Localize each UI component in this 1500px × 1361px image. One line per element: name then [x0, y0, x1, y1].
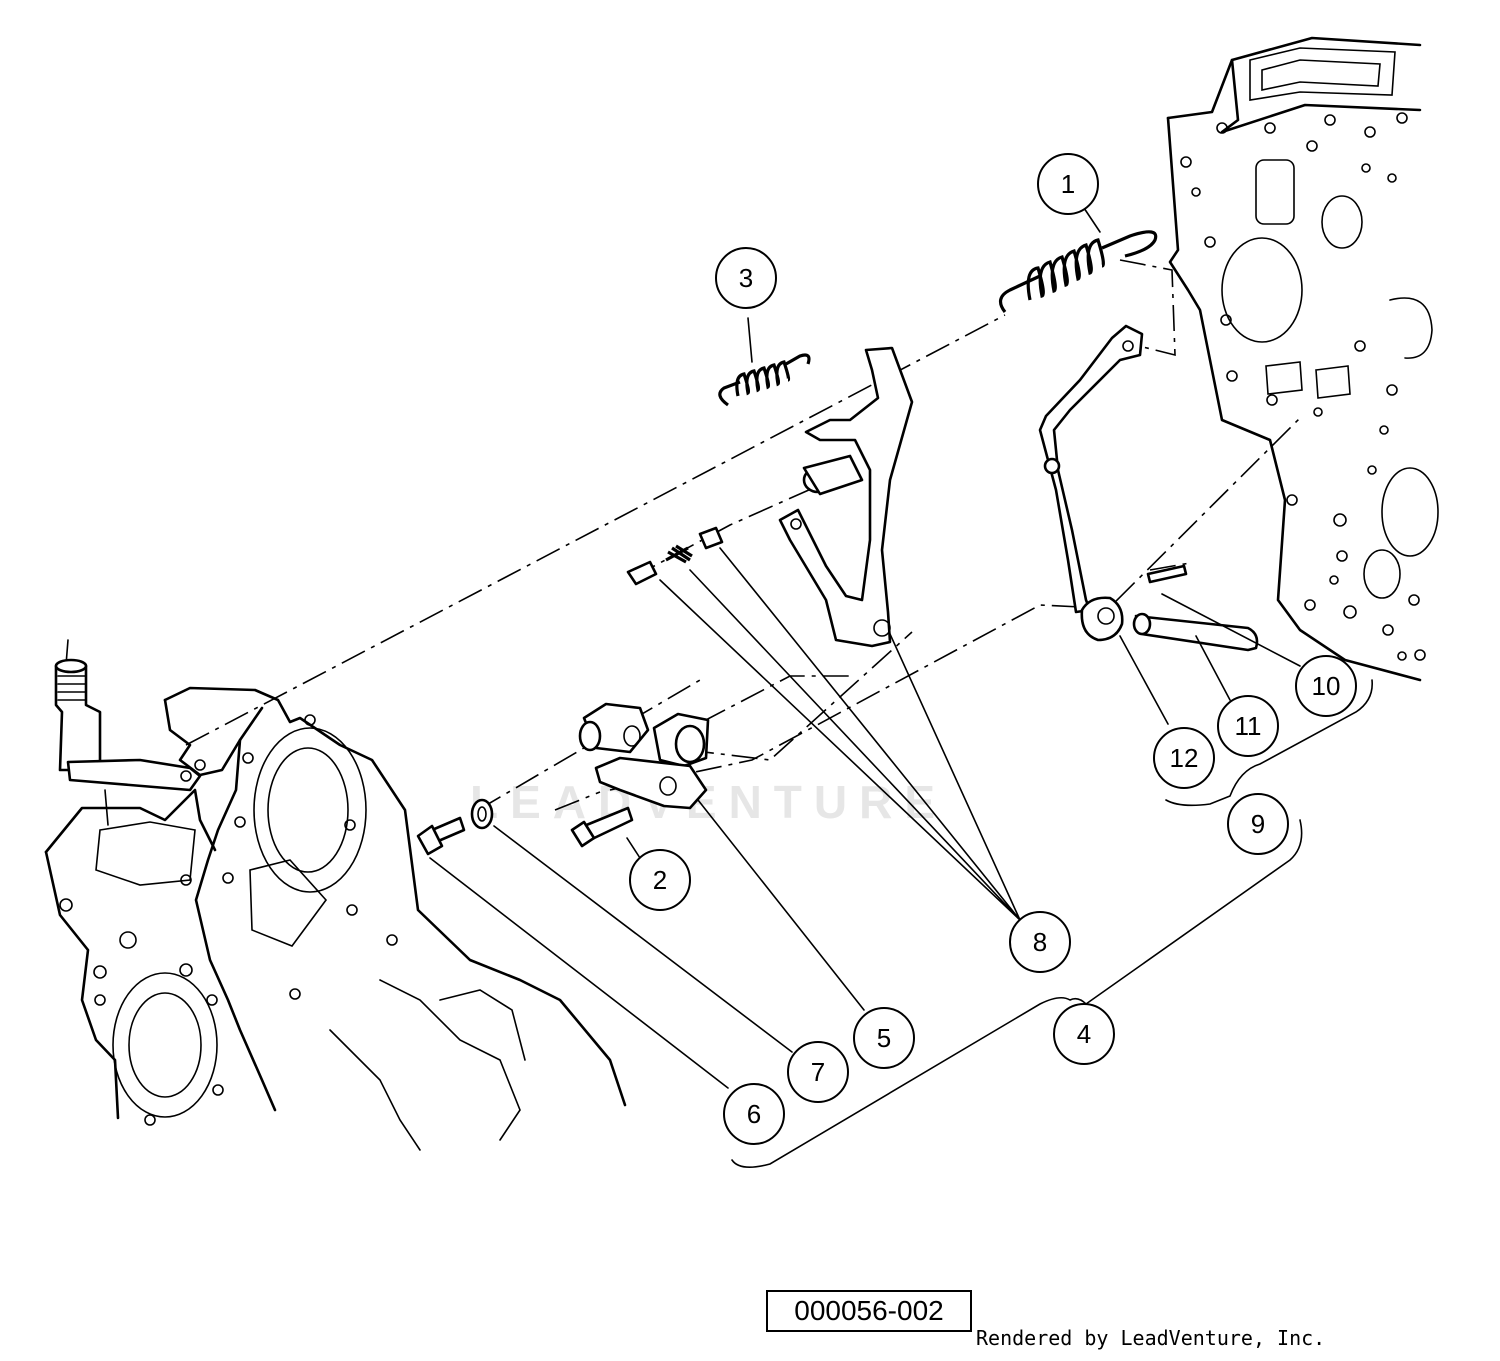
callout-8: 8: [1009, 911, 1071, 973]
callout-4: 4: [1053, 1003, 1115, 1065]
engine-block-bolt-holes: [1180, 112, 1426, 661]
svg-text:4: 4: [1077, 1019, 1091, 1049]
leader-lines: [429, 207, 1373, 1168]
governor-shaft: [54, 639, 202, 826]
engine-block-right: [1166, 36, 1439, 682]
governor-lever-part-12: [1038, 324, 1144, 642]
svg-text:1: 1: [1061, 169, 1075, 199]
figure-id-box: 000056-002: [766, 1290, 972, 1332]
callout-6: 6: [723, 1083, 785, 1145]
spring-small-part-3: [718, 353, 811, 407]
gear-case-bolt-holes: [59, 714, 398, 1126]
bolt-part-6: [416, 816, 466, 856]
pin-part-10: [1146, 564, 1188, 584]
callout-11: 11: [1217, 695, 1279, 757]
callout-5: 5: [853, 1007, 915, 1069]
svg-text:3: 3: [739, 263, 753, 293]
svg-text:11: 11: [1235, 711, 1262, 741]
spring-large-part-1: [998, 230, 1158, 313]
svg-text:10: 10: [1312, 671, 1341, 701]
svg-text:2: 2: [653, 865, 667, 895]
plunger-parts-8: [626, 526, 724, 586]
gear-case-housing-left: [44, 639, 627, 1151]
svg-text:12: 12: [1170, 743, 1199, 773]
callout-9: 9: [1227, 793, 1289, 855]
bracket-part-5: [578, 702, 710, 810]
washer-part-7: [470, 798, 494, 830]
callout-3: 3: [715, 247, 777, 309]
governor-lever-fork: [778, 346, 914, 648]
bolt-part-2: [570, 806, 634, 848]
callout-10: 10: [1295, 655, 1357, 717]
svg-text:6: 6: [747, 1099, 761, 1129]
svg-text:7: 7: [811, 1057, 825, 1087]
callout-12: 12: [1153, 727, 1215, 789]
svg-text:5: 5: [877, 1023, 891, 1053]
callout-2: 2: [629, 849, 691, 911]
shaft-part-11: [1132, 612, 1259, 652]
callout-1: 1: [1037, 153, 1099, 215]
render-credit: Rendered by LeadVenture, Inc.: [976, 1326, 1326, 1350]
callout-7: 7: [787, 1041, 849, 1103]
svg-text:8: 8: [1033, 927, 1047, 957]
svg-text:9: 9: [1251, 809, 1265, 839]
assembly-lines: [185, 259, 1301, 811]
